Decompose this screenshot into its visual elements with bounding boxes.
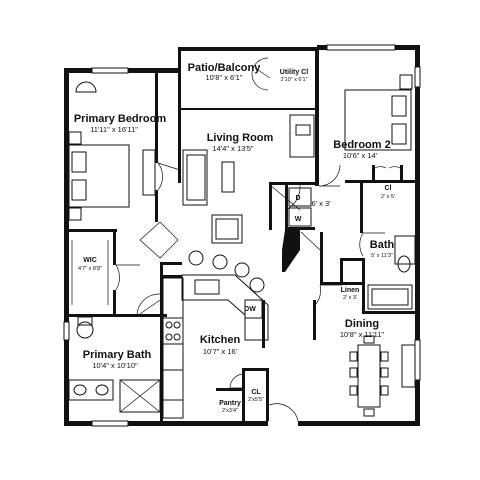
wic-label: WIC (83, 257, 97, 264)
bath-label: Bath (370, 239, 395, 251)
bath-dim: 5' x 11'3" (371, 253, 393, 259)
room-labels: Patio/Balcony 10'8" x 6'1" Utility Cl 2'… (74, 62, 395, 414)
linen-label: Linen (341, 287, 360, 294)
windows (63, 44, 421, 427)
bedroom2-label: Bedroom 2 (333, 139, 390, 151)
furniture (68, 74, 416, 419)
laundry-dim: 6' x 3' (311, 199, 331, 208)
cl-bed2-dim: 2' x 5' (381, 194, 395, 200)
cl-kitchen-dim: 2'x5'5" (248, 397, 264, 403)
dining-label: Dining (345, 318, 379, 330)
primary-bedroom-dim: 11'11" x 16'11" (90, 125, 138, 134)
cl-bed2-label: Cl (385, 185, 392, 192)
wic-dim: 4'7" x 8'8" (78, 266, 102, 272)
washer-label: W (295, 216, 302, 223)
patio-label: Patio/Balcony (188, 62, 262, 74)
utility-dim: 2'10" x 6'1" (280, 77, 307, 83)
primary-bath-label: Primary Bath (83, 349, 152, 361)
doors (115, 57, 401, 422)
dryer-label: D (295, 195, 300, 202)
pantry-label: Pantry (219, 400, 241, 407)
primary-bath-dim: 10'4" x 10'10" (92, 361, 138, 370)
bedroom2-dim: 10'6" x 14' (343, 151, 378, 160)
living-room-label: Living Room (207, 132, 274, 144)
kitchen-label: Kitchen (200, 334, 241, 346)
dw-label: DW (244, 306, 256, 313)
interior-walls (69, 73, 415, 421)
primary-bedroom-label: Primary Bedroom (74, 113, 167, 125)
linen-dim: 2' x 3' (343, 295, 357, 301)
living-room-dim: 14'4" x 13'5" (212, 144, 253, 153)
utility-label: Utility Cl (280, 69, 308, 76)
pantry-dim: 2'x3'4" (222, 408, 238, 414)
cl-kitchen-label: CL (251, 389, 261, 396)
patio-dim: 10'8" x 6'1" (206, 73, 243, 82)
kitchen-dim: 10'7" x 16' (203, 347, 238, 356)
dining-dim: 10'8" x 11'11" (340, 330, 385, 339)
